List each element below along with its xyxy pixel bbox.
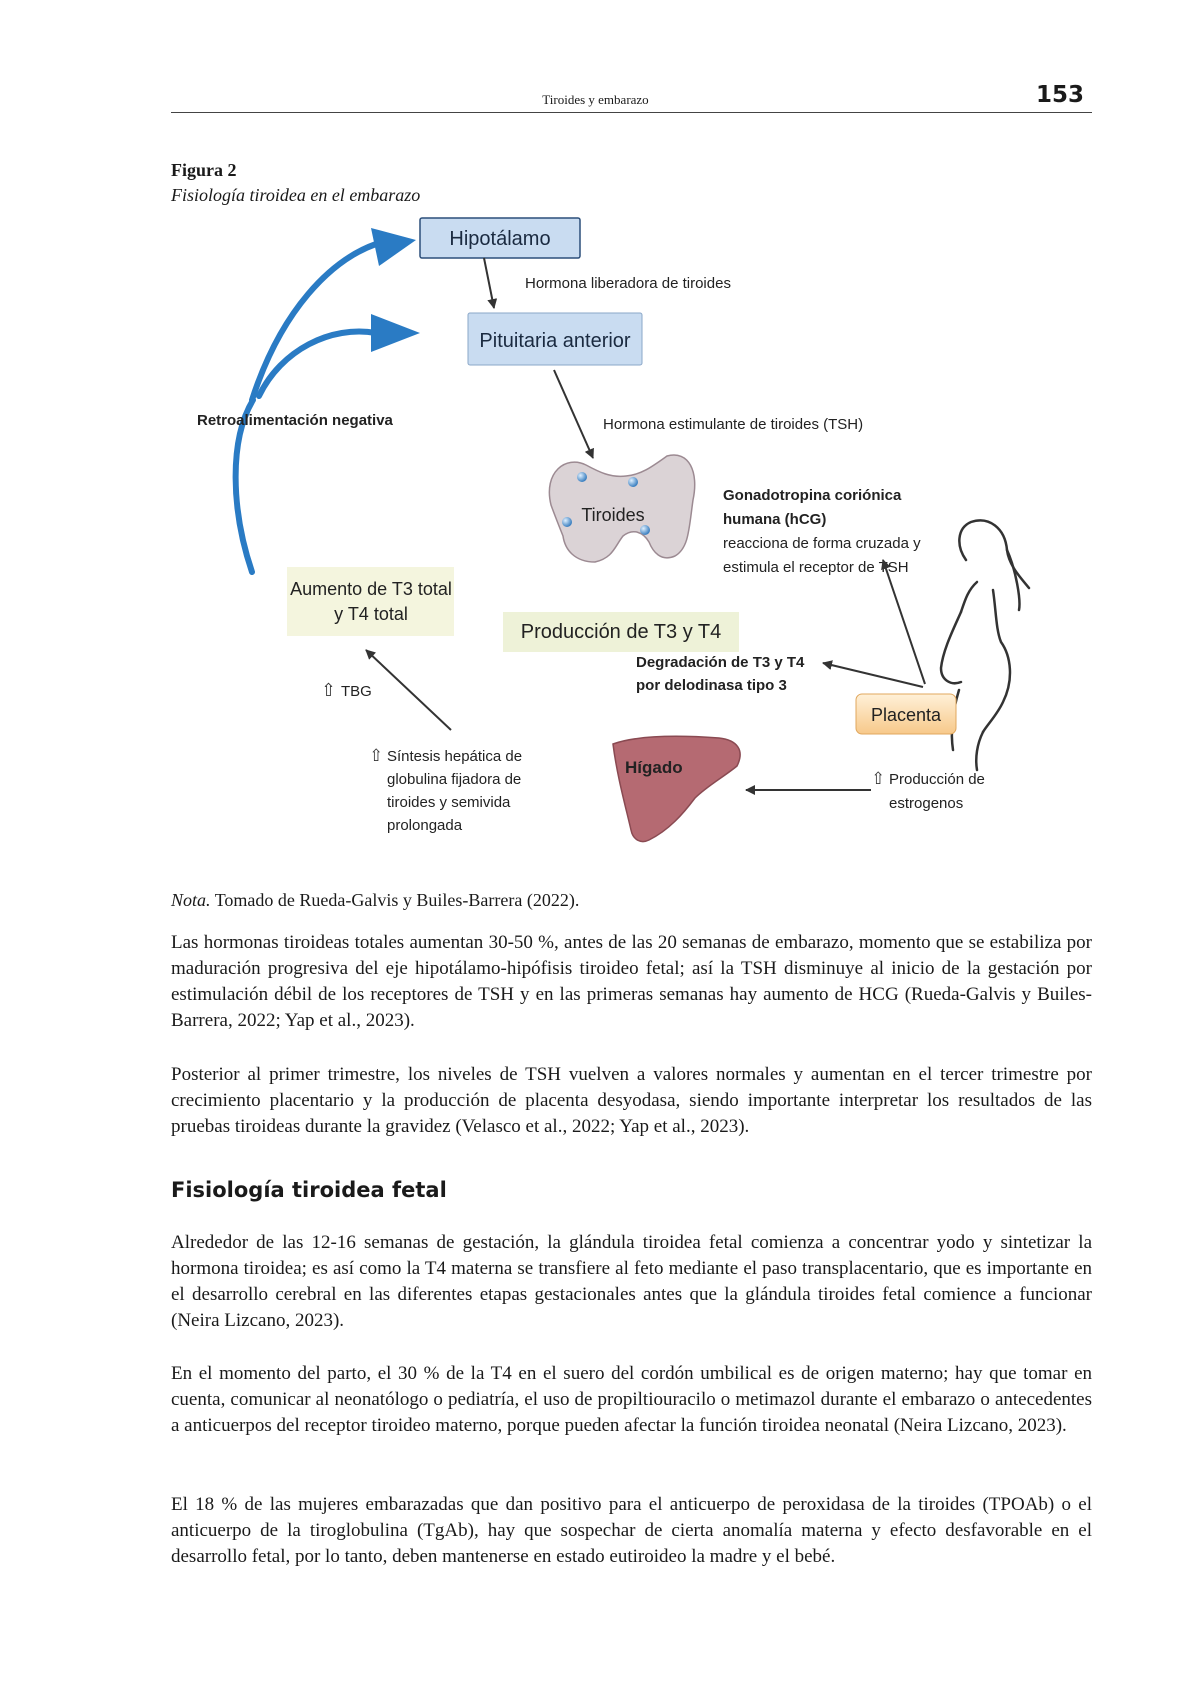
thyroid-label: Tiroides — [581, 505, 644, 525]
svg-text:tiroides y semivida: tiroides y semivida — [387, 794, 511, 811]
page-number: 153 — [1035, 82, 1084, 108]
hypothalamus-label: Hipotálamo — [449, 228, 550, 250]
svg-text:estimula el receptor de TSH: estimula el receptor de TSH — [723, 559, 909, 576]
svg-text:Síntesis hepática de: Síntesis hepática de — [387, 748, 522, 765]
figure-caption: Fisiología tiroidea en el embarazo — [171, 185, 421, 205]
svg-text:Gonadotropina coriónica: Gonadotropina coriónica — [723, 487, 902, 504]
arrow-hypothalamus-pituitary — [483, 257, 498, 309]
increase-t3-t4-box — [287, 567, 454, 636]
trh-label: Hormona liberadora de tiroides — [525, 275, 731, 292]
degradation-label-line2: por delodinasa tipo 3 — [636, 677, 787, 694]
estrogens-label-line2: estrogenos — [889, 795, 963, 812]
hypothalamus-box — [419, 217, 581, 259]
placenta-label: Placenta — [871, 705, 942, 725]
degradation-label-line1: Degradación de T3 y T4 — [636, 654, 805, 671]
thyroid-dot — [562, 517, 572, 527]
increase-label-line1: Aumento de T3 total — [290, 579, 452, 599]
paragraph: Alrededor de las 12-16 semanas de gestac… — [171, 1232, 1092, 1331]
svg-text:reacciona de forma cruzada y: reacciona de forma cruzada y — [723, 535, 921, 552]
liver-shape — [612, 735, 741, 843]
header-rule — [171, 112, 1092, 113]
t3-t4-production-box — [503, 612, 739, 652]
thyroid-dot — [577, 472, 587, 482]
paragraph: Posterior al primer trimestre, los nivel… — [171, 1064, 1092, 1137]
figure-note: Nota. Tomado de Rueda-Galvis y Builes-Ba… — [171, 890, 579, 911]
hcg-text: Gonadotropina coriónica humana (hCG) rea… — [723, 487, 921, 576]
paragraph: Las hormonas tiroideas totales aumentan … — [171, 932, 1092, 1031]
paragraph: En el momento del parto, el 30 % de la T… — [171, 1363, 1092, 1436]
thyroid-gland-shape — [548, 454, 696, 563]
t3-t4-production-label: Producción de T3 y T4 — [521, 621, 722, 643]
paragraph: El 18 % de las mujeres embarazadas que d… — [171, 1494, 1092, 1567]
arrow-placenta-hcg — [881, 559, 926, 685]
arrow-pituitary-thyroid — [553, 369, 594, 459]
liver-label: Hígado — [625, 758, 683, 777]
svg-text:prolongada: prolongada — [387, 817, 463, 834]
note-label: Nota. — [171, 890, 211, 910]
feedback-label: Retroalimentación negativa — [197, 412, 394, 429]
thyroid-physiology-diagram: Hipotálamo Hormona liberadora de tiroide… — [197, 217, 1031, 843]
section-heading: Fisiología tiroidea fetal — [171, 1178, 447, 1202]
running-title: Tiroides y embarazo — [542, 92, 649, 107]
placenta-box — [855, 693, 957, 735]
negative-feedback-arrows — [232, 228, 420, 575]
estrogens-label-line1: Producción de — [889, 771, 985, 788]
synthesis-up-icon: ⇧ — [369, 746, 383, 765]
svg-text:globulina fijadora de: globulina fijadora de — [387, 771, 521, 788]
pituitary-label: Pituitaria anterior — [479, 330, 631, 352]
thyroid-dot — [628, 477, 638, 487]
svg-text:humana (hCG): humana (hCG) — [723, 511, 826, 528]
tsh-label: Hormona estimulante de tiroides (TSH) — [603, 416, 863, 433]
arrow-liver-increase — [365, 649, 452, 731]
tbg-label: TBG — [341, 683, 372, 700]
tbg-up-icon: ⇧ — [321, 680, 336, 700]
thyroid-dot — [640, 525, 650, 535]
note-text: Tomado de Rueda-Galvis y Builes-Barrera … — [210, 890, 580, 910]
arrow-placenta-degradation — [822, 660, 924, 688]
figure-label: Figura 2 — [171, 160, 237, 180]
estrogens-up-icon: ⇧ — [871, 769, 885, 788]
pituitary-box — [467, 312, 643, 366]
increase-label-line2: y T4 total — [334, 604, 408, 624]
synthesis-text: Síntesis hepática de globulina fijadora … — [387, 748, 522, 834]
